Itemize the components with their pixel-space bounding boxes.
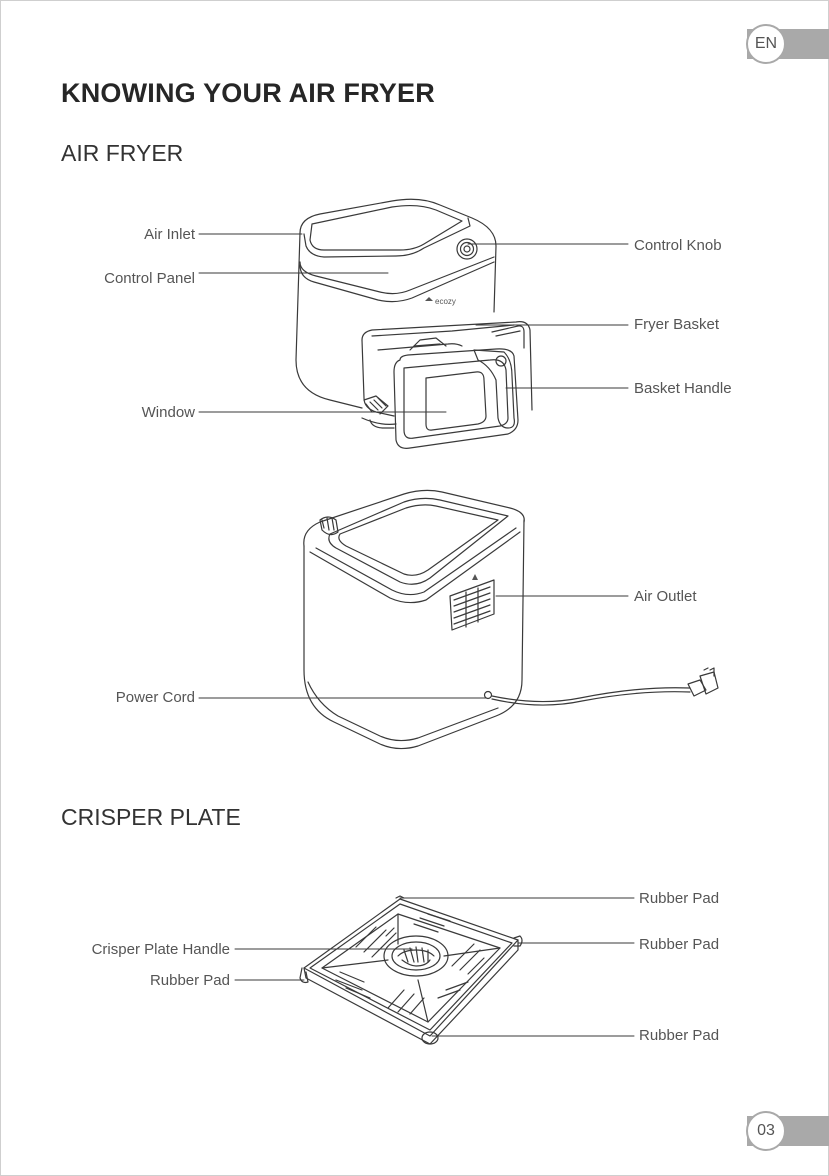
page-number: 03 bbox=[746, 1111, 786, 1151]
label-control-panel: Control Panel bbox=[60, 270, 195, 288]
crisper-plate-illustration bbox=[300, 896, 522, 1044]
label-air-outlet: Air Outlet bbox=[634, 588, 697, 606]
label-window: Window bbox=[80, 404, 195, 422]
label-rubber-pad-top: Rubber Pad bbox=[639, 890, 719, 908]
label-fryer-basket: Fryer Basket bbox=[634, 316, 719, 334]
label-basket-handle: Basket Handle bbox=[634, 380, 732, 398]
brand-logo-text: ecozy bbox=[435, 297, 456, 306]
label-control-knob: Control Knob bbox=[634, 237, 722, 255]
label-air-inlet: Air Inlet bbox=[80, 226, 195, 244]
air-fryer-back-illustration bbox=[304, 490, 718, 748]
label-crisper-plate-handle: Crisper Plate Handle bbox=[40, 941, 230, 959]
brand-logo: ecozy bbox=[425, 297, 456, 306]
label-rubber-pad-left: Rubber Pad bbox=[80, 972, 230, 990]
label-rubber-pad-bottom: Rubber Pad bbox=[639, 1027, 719, 1045]
air-fryer-front-illustration: ecozy bbox=[296, 199, 532, 448]
label-rubber-pad-right: Rubber Pad bbox=[639, 936, 719, 954]
label-power-cord: Power Cord bbox=[60, 689, 195, 707]
